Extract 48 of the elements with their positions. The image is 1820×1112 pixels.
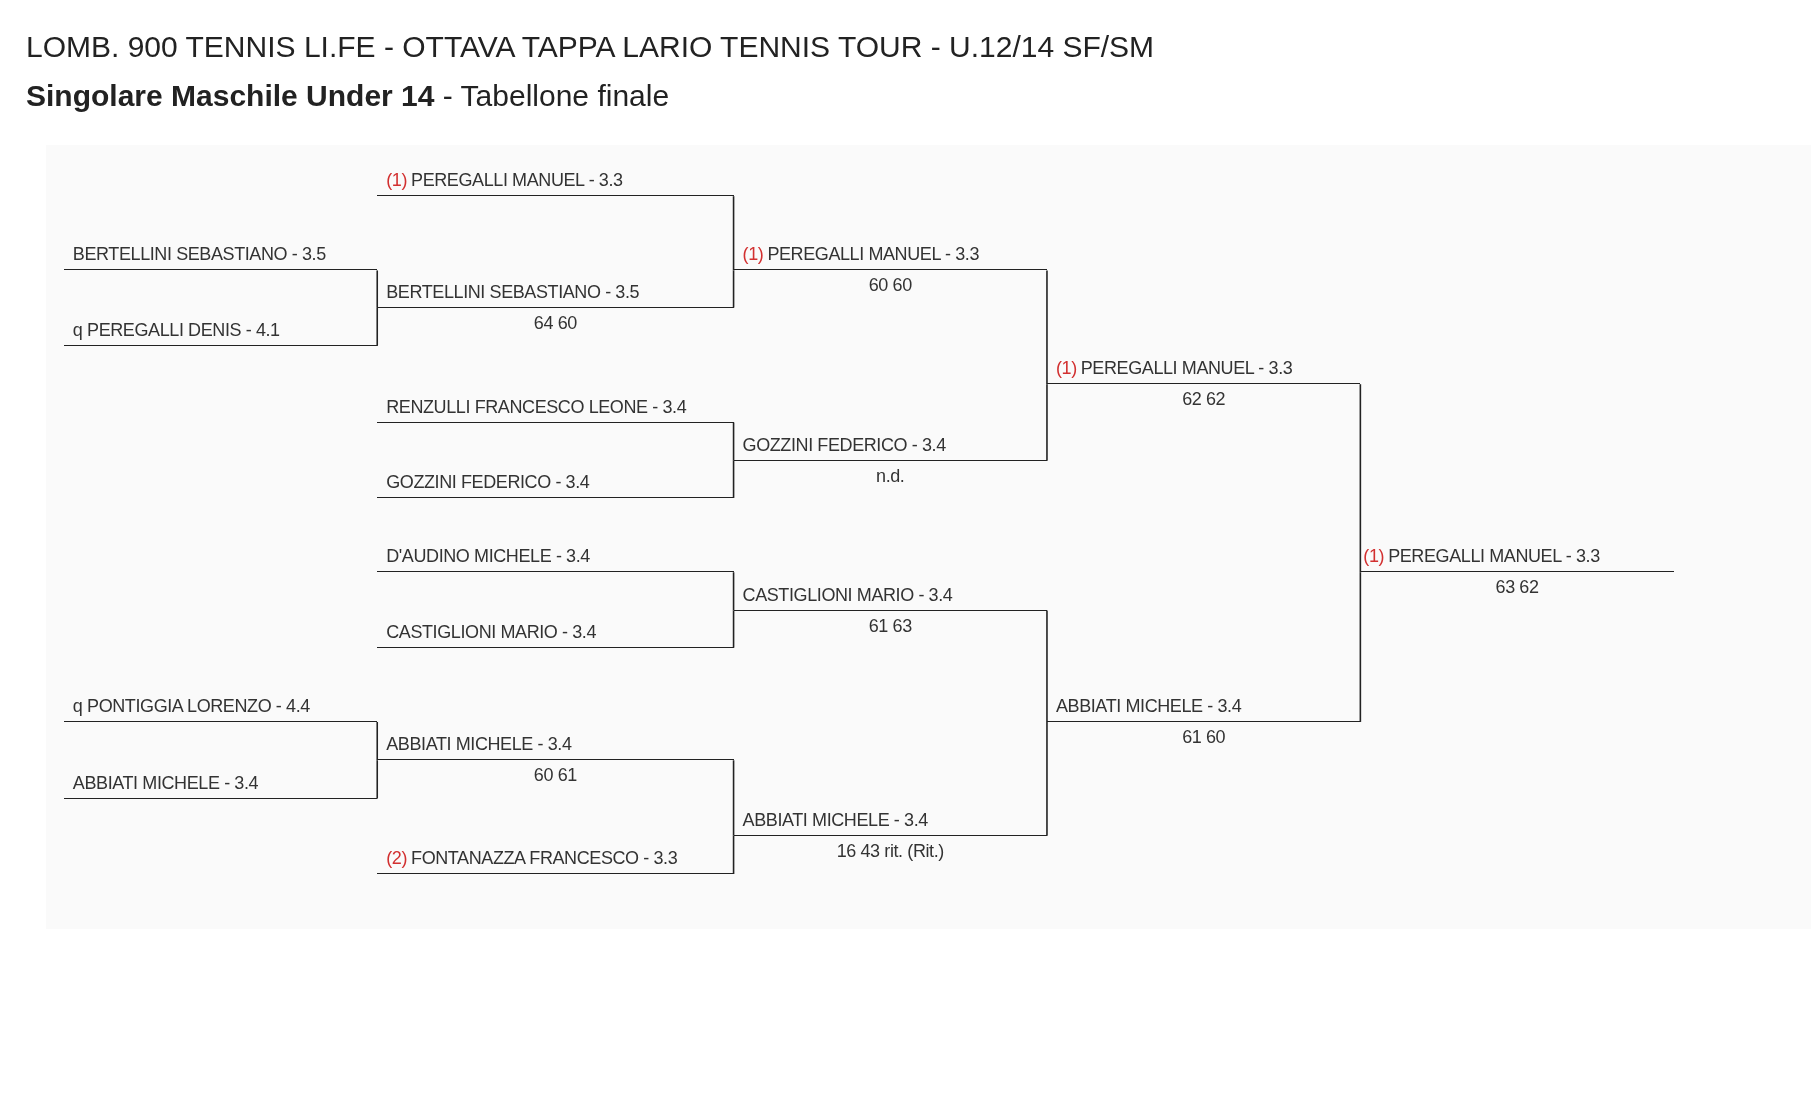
player-name: ABBIATI MICHELE - 3.4 [386,734,572,756]
player-name: (1) PEREGALLI MANUEL - 3.3 [386,170,623,192]
bracket-line [376,306,379,347]
bracket-line [376,269,379,309]
bracket-line [376,759,379,800]
bracket-line [732,609,735,649]
bracket-line [732,195,735,272]
score-text: 61 63 [867,615,913,637]
player-name: ABBIATI MICHELE - 3.4 [72,772,259,794]
player-name: GOZZINI FEDERICO - 3.4 [742,434,946,456]
bracket-line [1046,609,1048,723]
bracket-line [732,460,735,499]
title-text: LOMB. 900 TENNIS LI.FE - OTTAVA TAPPA LARIO TENNIS TOUR - U.12/14 SF/SM [26,30,1155,64]
score-text: 61 60 [1181,726,1227,748]
bracket-line [1046,383,1048,462]
score-text: 60 60 [867,275,913,297]
bracket-line [732,759,735,837]
subtitle-text: Singolare Maschile Under 14 - Tabellone finale [26,79,670,113]
player-name: D'AUDINO MICHELE - 3.4 [386,546,590,568]
bracket-line [1046,269,1048,385]
player-name: (2) FONTANAZZA FRANCESCO - 3.3 [386,848,678,869]
player-name: q PEREGALLI DENIS - 4.1 [72,319,280,341]
score-text: 64 60 [532,312,578,334]
score-text: 63 62 [1494,577,1540,599]
player-name: (1) PEREGALLI MANUEL - 3.3 [742,244,979,266]
player-name: BERTELLINI SEBASTIANO - 3.5 [386,281,640,303]
bracket-line [732,571,735,612]
bracket-line [732,269,735,309]
player-name: (1) PEREGALLI MANUEL - 3.3 [1055,358,1293,380]
player-name: BERTELLINI SEBASTIANO - 3.5 [72,244,326,266]
player-name: ABBIATI MICHELE - 3.4 [742,809,928,831]
player-name: (1) PEREGALLI MANUEL - 3.3 [1363,546,1600,568]
player-name: CASTIGLIONI MARIO - 3.4 [386,621,597,643]
player-name: RENZULLI FRANCESCO LEONE - 3.4 [386,396,687,418]
bracket-line [376,721,379,762]
bracket-line [1359,383,1362,574]
player-name: q PONTIGGIA LORENZO - 4.4 [72,695,310,717]
score-text: 62 62 [1181,389,1227,411]
bracket-line [732,421,735,462]
player-name: GOZZINI FEDERICO - 3.4 [386,471,590,493]
player-name: CASTIGLIONI MARIO - 3.4 [742,584,953,606]
bracket-line [732,834,735,875]
score-text: 60 61 [532,765,578,787]
bracket-line [1359,571,1362,723]
score-text: n.d. [875,465,906,487]
bracket-line [1046,721,1048,837]
player-name: ABBIATI MICHELE - 3.4 [1055,695,1242,717]
score-text: 16 43 rit. (Rit.) [835,840,945,862]
